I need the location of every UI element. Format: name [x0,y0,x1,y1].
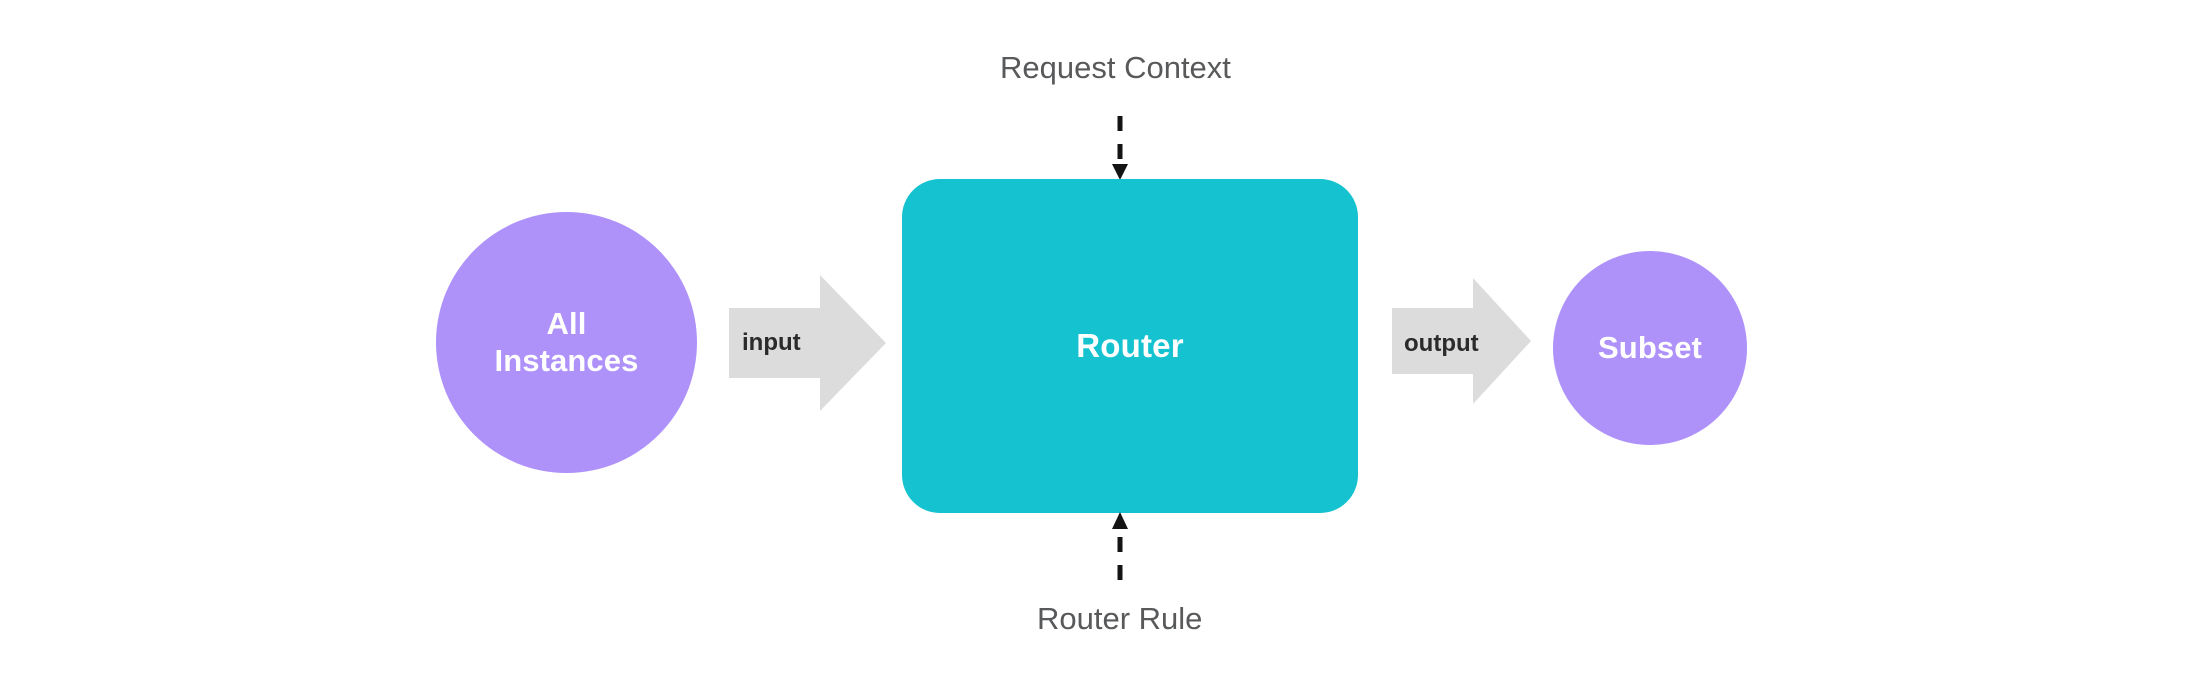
subset-label: Subset [1598,329,1702,365]
router-rule-label: Router Rule [1037,601,1203,636]
request-context-label: Request Context [1000,50,1231,85]
node-router: Router [902,179,1358,513]
output-arrow-icon [1392,278,1531,404]
request-context-dashed-arrow-icon [1112,116,1128,180]
node-subset: Subset [1553,251,1747,445]
router-rule-dashed-arrow-icon [1112,512,1128,580]
input-arrow-label: input [742,329,801,356]
node-all-instances: All Instances [436,212,697,473]
router-label: Router [1076,327,1184,364]
all-instances-label: All Instances [495,306,639,379]
all-instances-label-line2: Instances [494,342,639,378]
input-arrow-icon [729,275,886,411]
all-instances-label-line1: All [546,305,587,341]
output-arrow-label: output [1404,330,1479,357]
